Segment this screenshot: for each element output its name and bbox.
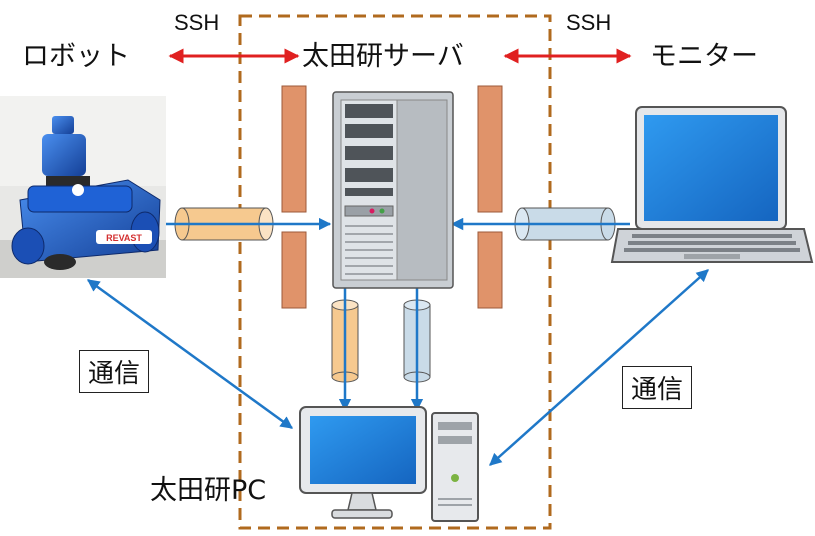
firewall-left	[281, 85, 307, 309]
comm-arrow-monitor-pc	[489, 269, 709, 466]
desktop-monitor-icon	[299, 406, 427, 519]
laptop-icon	[610, 106, 814, 263]
robot-photo: REVAST	[0, 96, 166, 278]
label-monitor: モニター	[650, 41, 758, 72]
comm-arrow-robot-pc	[86, 278, 294, 430]
firewall-right	[477, 85, 503, 309]
label-comm-left: 通信	[79, 350, 150, 393]
label-ssh-right: SSH	[566, 10, 612, 35]
robot-brand-text: REVAST	[106, 233, 142, 243]
desktop-tower-icon	[431, 412, 479, 522]
label-pc: 太田研PC	[150, 475, 267, 506]
label-server: 太田研サーバ	[302, 41, 464, 72]
label-ssh-left: SSH	[174, 10, 220, 35]
label-comm-right: 通信	[622, 366, 693, 409]
lab-network-boundary	[238, 14, 552, 530]
server-tower-icon	[332, 91, 454, 289]
label-robot: ロボット	[22, 41, 130, 72]
